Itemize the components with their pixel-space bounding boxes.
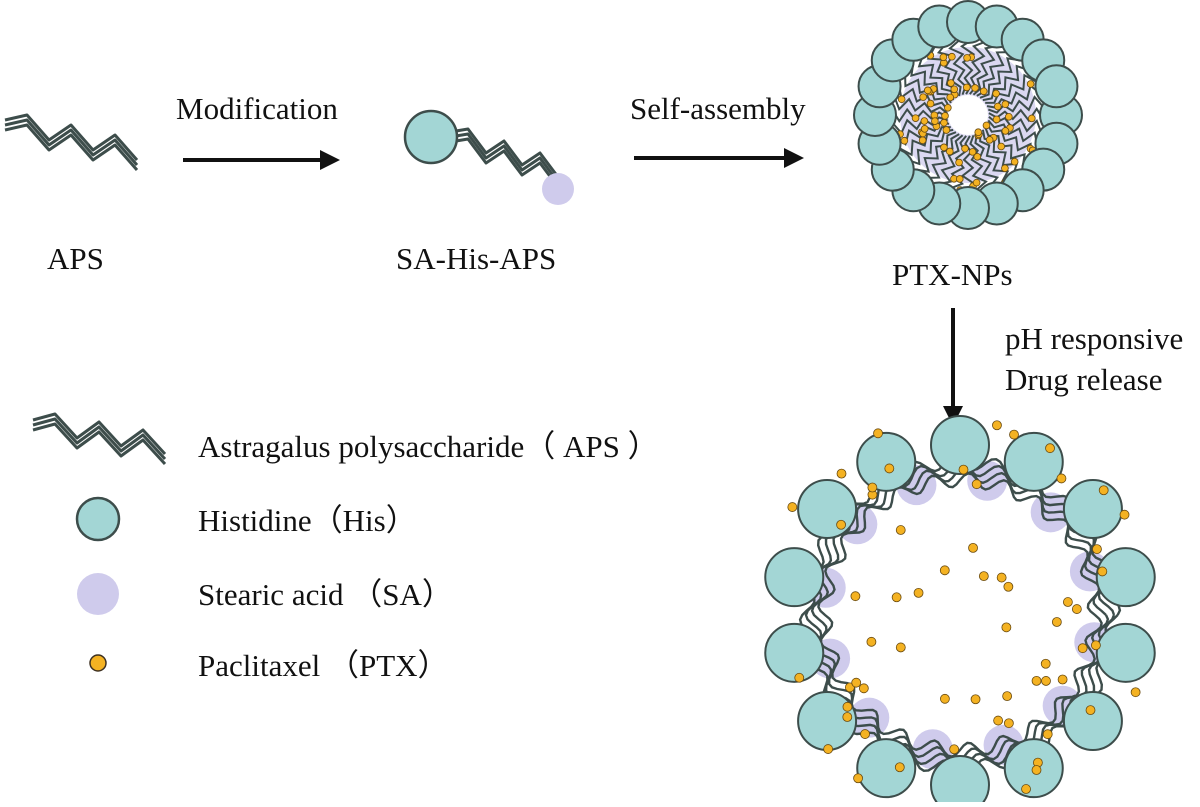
release-label-line1: pH responsive <box>1005 321 1184 356</box>
aps-chain-icon <box>4 113 139 171</box>
released-nanoparticle-icon <box>764 415 1156 807</box>
histidine-head-icon <box>403 109 459 165</box>
modification-label: Modification <box>176 91 338 126</box>
aps-label: APS <box>47 241 104 276</box>
legend-paclitaxel-label: Paclitaxel （PTX） <box>198 648 449 683</box>
legend-paclitaxel-icon <box>89 654 107 672</box>
sa-his-aps-icon <box>403 109 574 205</box>
ptx-nanoparticle-icon <box>853 0 1083 230</box>
ptx-nps-label: PTX-NPs <box>892 257 1013 292</box>
self-assembly-label: Self-assembly <box>630 91 806 126</box>
legend-histidine-icon <box>75 496 121 542</box>
legend-stearic-acid-icon <box>77 573 119 615</box>
sa-his-aps-label: SA-His-APS <box>396 241 557 276</box>
legend-aps-label: Astragalus polysaccharide（ APS ） <box>198 429 659 464</box>
legend-histidine-label: Histidine（His） <box>198 503 417 538</box>
legend-stearic-acid-label: Stearic acid （SA） <box>198 577 453 612</box>
legend-aps-icon <box>32 412 167 466</box>
stearic-acid-tail-icon <box>542 173 574 205</box>
release-label-line2: Drug release <box>1005 362 1163 397</box>
